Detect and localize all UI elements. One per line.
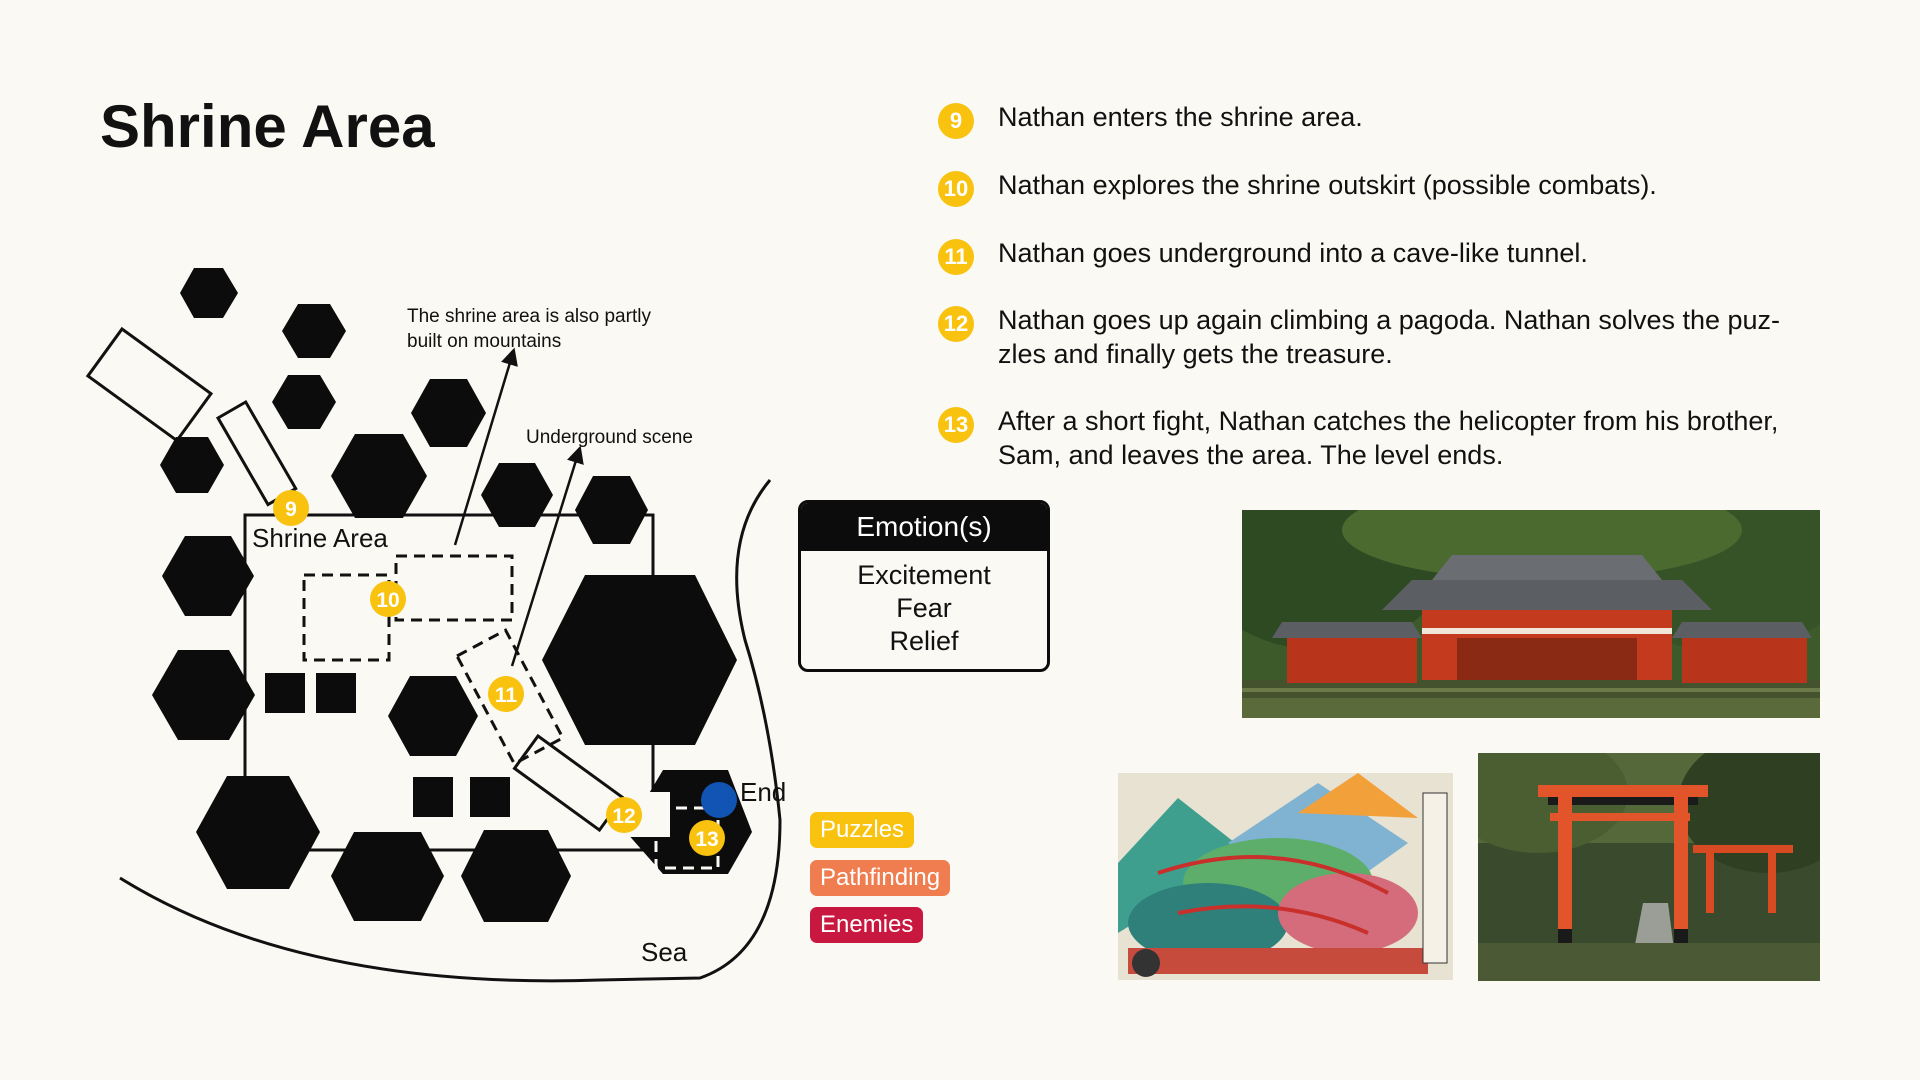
step-text: Nathan enters the shrine area. — [998, 102, 1363, 132]
mountain-hex — [331, 832, 444, 921]
step-marker-label: 9 — [285, 498, 297, 521]
step-marker — [370, 581, 406, 617]
step-marker-label: 10 — [376, 589, 399, 612]
mountain-hex — [282, 304, 346, 358]
legend-tag-pathfinding: Pathfinding — [810, 860, 951, 896]
mountain-annotation: The shrine area is also partly — [407, 306, 651, 327]
emotion-item: Excitement — [857, 560, 991, 590]
step-marker-label: 12 — [612, 805, 635, 828]
outskirt-zone — [302, 573, 391, 662]
step-item: 11 Nathan goes underground into a cave-l… — [938, 236, 1828, 275]
emotion-item: Relief — [889, 626, 959, 656]
legend-tag-puzzles: Puzzles — [810, 812, 915, 848]
torii-gate-photo — [1478, 753, 1820, 981]
step-marker — [689, 820, 725, 856]
step-number-badge: 13 — [938, 407, 974, 443]
mountain-arrow — [453, 347, 518, 546]
step-markers: 9 10 11 12 13 — [273, 490, 737, 856]
mountain-hex — [180, 268, 238, 318]
step-marker-label: 11 — [495, 684, 518, 707]
step-text: Nathan explores the shrine outskirt (pos… — [998, 170, 1657, 200]
area-label: Shrine Area — [252, 523, 388, 553]
step-marker-label: 13 — [695, 828, 718, 851]
step-number-badge: 12 — [938, 306, 974, 342]
mountain-hex — [160, 437, 224, 493]
annotation-arrows — [453, 347, 584, 667]
step-number-badge: 11 — [938, 239, 974, 275]
step-number-badge: 9 — [938, 103, 974, 139]
step-item: 12 Nathan goes up again climbing a pagod… — [938, 303, 1828, 371]
mountain-hex — [461, 830, 571, 922]
mountain-annotation: built on mountains — [407, 331, 561, 352]
step-marker — [606, 797, 642, 833]
underground-arrow — [510, 445, 584, 667]
step-number-badge: 10 — [938, 171, 974, 207]
step-text: Nathan goes underground into a cave-like… — [998, 238, 1588, 268]
mountain-hex — [575, 476, 648, 544]
mountain-hex — [331, 434, 427, 518]
step-item: 9 Nathan enters the shrine area. — [938, 100, 1828, 139]
tunnel-zone — [454, 628, 565, 766]
emotion-list: Excitement Fear Relief — [801, 551, 1047, 658]
end-label: End — [740, 777, 786, 807]
shrine-map-illustration — [1118, 773, 1453, 980]
step-marker — [273, 490, 309, 526]
mountain-hex — [542, 575, 737, 745]
mountain-hex — [272, 375, 336, 429]
page-title: Shrine Area — [100, 93, 435, 160]
building-outline — [85, 326, 214, 443]
mountain-hex — [162, 536, 254, 616]
emotion-header: Emotion(s) — [801, 503, 1047, 551]
mountain-hex — [481, 463, 553, 527]
mountain-hex — [411, 379, 486, 447]
shrine-buildings — [265, 673, 670, 837]
outskirt-zone — [394, 554, 514, 622]
emotion-box: Emotion(s) Excitement Fear Relief — [798, 500, 1050, 672]
emotion-item: Fear — [896, 593, 952, 623]
building-block — [265, 673, 305, 713]
mountain-hex — [196, 776, 320, 889]
map-labels: The shrine area is also partly built on … — [252, 306, 786, 967]
map-outlines — [85, 326, 782, 983]
building-block — [470, 777, 510, 817]
end-marker — [701, 782, 737, 818]
step-item: 13 After a short fight, Nathan catches t… — [938, 404, 1828, 472]
legend-tag-enemies: Enemies — [810, 907, 924, 943]
underground-annotation: Underground scene — [526, 427, 693, 448]
mountain-hex — [388, 676, 478, 756]
step-item: 10 Nathan explores the shrine outskirt (… — [938, 168, 1828, 207]
mountains — [152, 268, 752, 922]
building-block — [316, 673, 356, 713]
building-block — [413, 777, 453, 817]
step-text: Nathan goes up again climbing a pagoda. … — [998, 305, 1781, 369]
sea-label: Sea — [641, 937, 688, 967]
step-text: After a short fight, Nathan catches the … — [998, 406, 1779, 470]
mountain-hex — [152, 650, 255, 740]
step-marker — [488, 676, 524, 712]
temple-photo — [1242, 510, 1820, 718]
sea-boundary — [119, 479, 782, 983]
